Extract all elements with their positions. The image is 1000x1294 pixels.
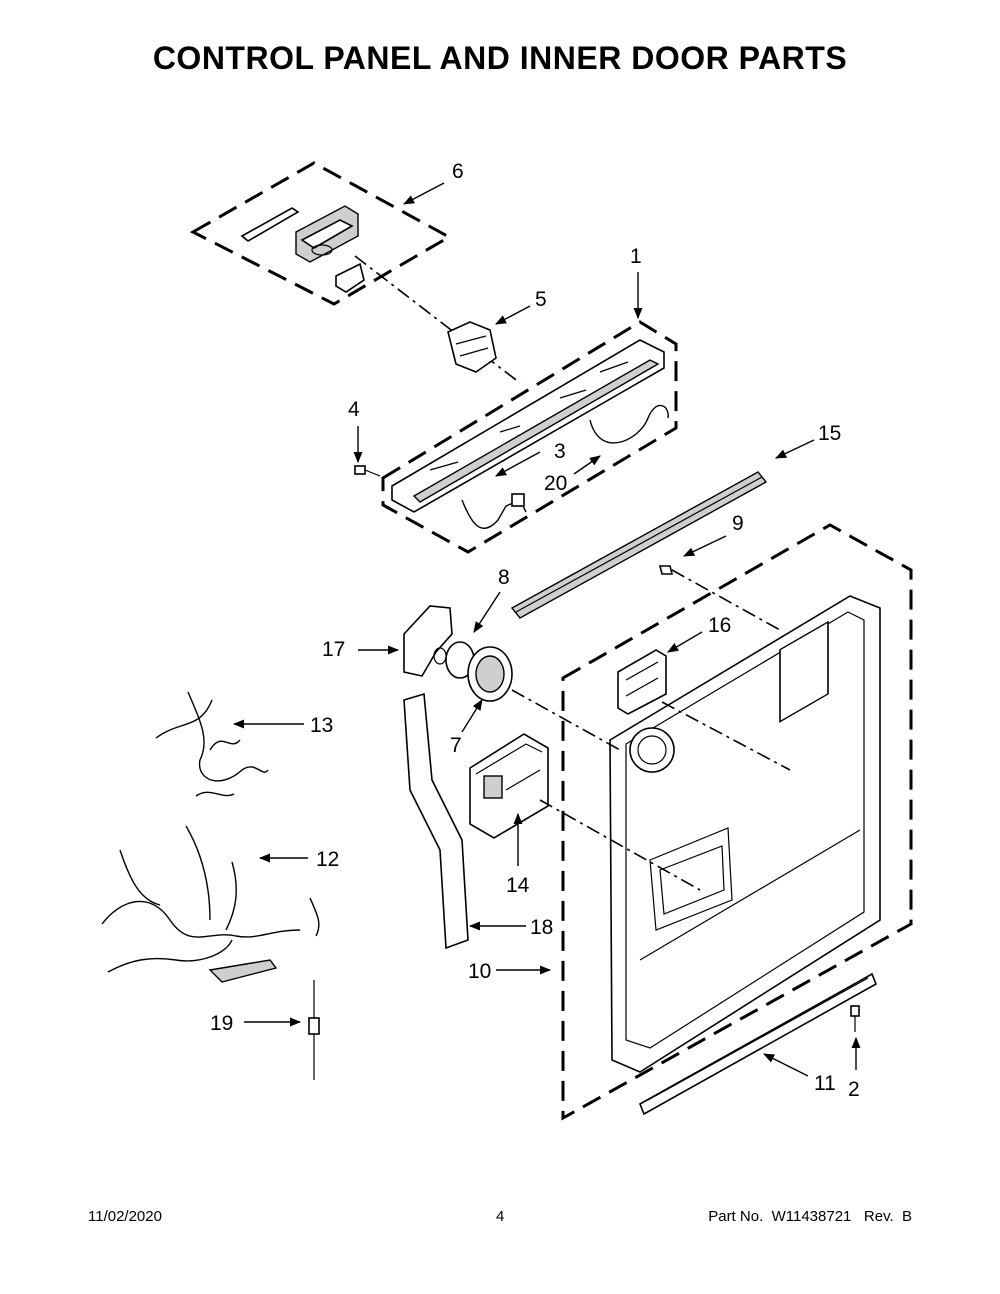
callout-15: 15: [818, 422, 841, 445]
leader-14: [539, 799, 701, 891]
part-18-duct: [403, 692, 469, 950]
leader-16: [661, 701, 791, 771]
callout-14: 14: [506, 874, 530, 897]
callout-11: 11: [814, 1072, 836, 1095]
footer-part-info: Part No. W11438721 Rev. B: [708, 1208, 912, 1225]
part-1-group: [381, 320, 678, 554]
part-12-connector: [208, 959, 278, 983]
footer-date: 11/02/2020: [88, 1208, 162, 1225]
part-3-connector: [511, 493, 525, 507]
callout-20: 20: [544, 472, 567, 495]
callout-3: 3: [554, 440, 566, 463]
part-4-screw: [354, 465, 381, 477]
callout-arrows: [232, 182, 861, 1077]
part-13-harness: [155, 691, 269, 797]
part-10-group: [561, 523, 913, 1121]
part-6-group: [189, 161, 453, 306]
footer-rev-label: Rev.: [863, 1208, 894, 1225]
part-10-inner-door: [609, 595, 881, 1073]
callout-19: 19: [210, 1012, 233, 1035]
part-15-strip: [510, 471, 768, 619]
footer-part-number: W11438721: [771, 1208, 852, 1225]
part-3-harness: [461, 499, 527, 529]
callout-9: 9: [732, 512, 744, 535]
part-7-vent: [467, 646, 513, 702]
callout-6: 6: [452, 160, 464, 183]
part-17-inlet: [403, 605, 453, 677]
callout-16: 16: [708, 614, 731, 637]
callout-10: 10: [468, 960, 491, 983]
part-2-screw: [850, 1005, 860, 1032]
part-9-screw: [658, 565, 781, 631]
leader-6-5: [354, 255, 521, 384]
part-11-trim: [638, 972, 878, 1116]
part-5-bracket: [447, 321, 497, 373]
callout-1: 1: [630, 245, 642, 268]
part-20-wire: [589, 404, 669, 444]
callout-18: 18: [530, 916, 553, 939]
part-14-dispenser: [469, 733, 549, 839]
part-19-fuse: [308, 980, 320, 1080]
callout-7: 7: [450, 734, 462, 757]
part-12-harness: [101, 825, 320, 973]
callout-17: 17: [322, 638, 345, 661]
callout-2: 2: [848, 1078, 860, 1101]
callout-4: 4: [348, 398, 360, 421]
part-1-console: [391, 339, 665, 513]
leader-7: [511, 689, 621, 751]
page-title: CONTROL PANEL AND INNER DOOR PARTS: [152, 40, 848, 76]
part-16-bracket: [617, 649, 667, 715]
callout-5: 5: [535, 288, 547, 311]
callout-13: 13: [310, 714, 333, 737]
footer-page-number: 4: [496, 1208, 505, 1225]
callout-12: 12: [316, 848, 339, 871]
footer-rev: B: [901, 1208, 912, 1225]
callout-8: 8: [498, 566, 510, 589]
footer-part-label: Part No.: [708, 1208, 764, 1225]
